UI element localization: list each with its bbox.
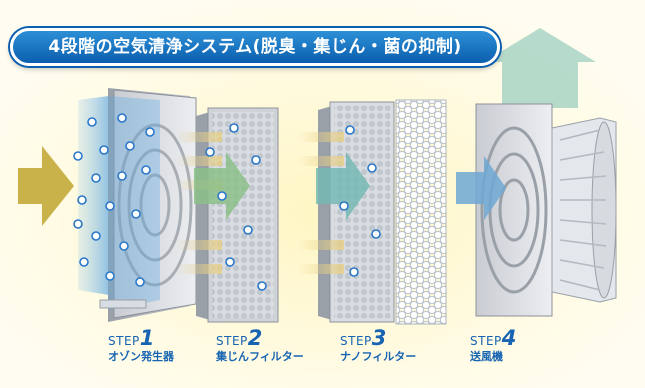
step-name: 送風機 — [470, 350, 503, 363]
step-number: 1 — [139, 326, 155, 350]
nano-filter-panel — [298, 99, 447, 325]
step-word: STEP — [108, 334, 140, 348]
flow-arrow-icon — [18, 146, 74, 226]
step-name: ナノフィルター — [340, 350, 417, 363]
up-arrow-icon — [484, 28, 596, 108]
flow-arrow-icon — [194, 152, 250, 220]
fan-icon — [551, 117, 617, 303]
flow-arrow-icon — [456, 156, 506, 220]
step-3-label: STEP3 ナノフィルター — [340, 326, 416, 364]
step-1-label: STEP1 オゾン発生器 — [108, 326, 174, 364]
ozone-particle-icon — [73, 113, 381, 291]
page-title: 4段階の空気清浄システム(脱臭・集じん・菌の抑制) — [10, 28, 500, 66]
blower-unit — [456, 103, 617, 317]
step-4-label: STEP4 送風機 — [470, 326, 516, 364]
step-word: STEP — [340, 334, 372, 348]
step-name: オゾン発生器 — [108, 350, 174, 363]
flow-arrow-icon — [316, 152, 370, 220]
step-word: STEP — [470, 334, 502, 348]
step-name: 集じんフィルター — [216, 350, 304, 363]
step-number: 3 — [371, 326, 387, 350]
step-word: STEP — [216, 334, 248, 348]
step-2-label: STEP2 集じんフィルター — [216, 326, 304, 364]
step-number: 4 — [501, 326, 517, 350]
step-number: 2 — [247, 326, 263, 350]
